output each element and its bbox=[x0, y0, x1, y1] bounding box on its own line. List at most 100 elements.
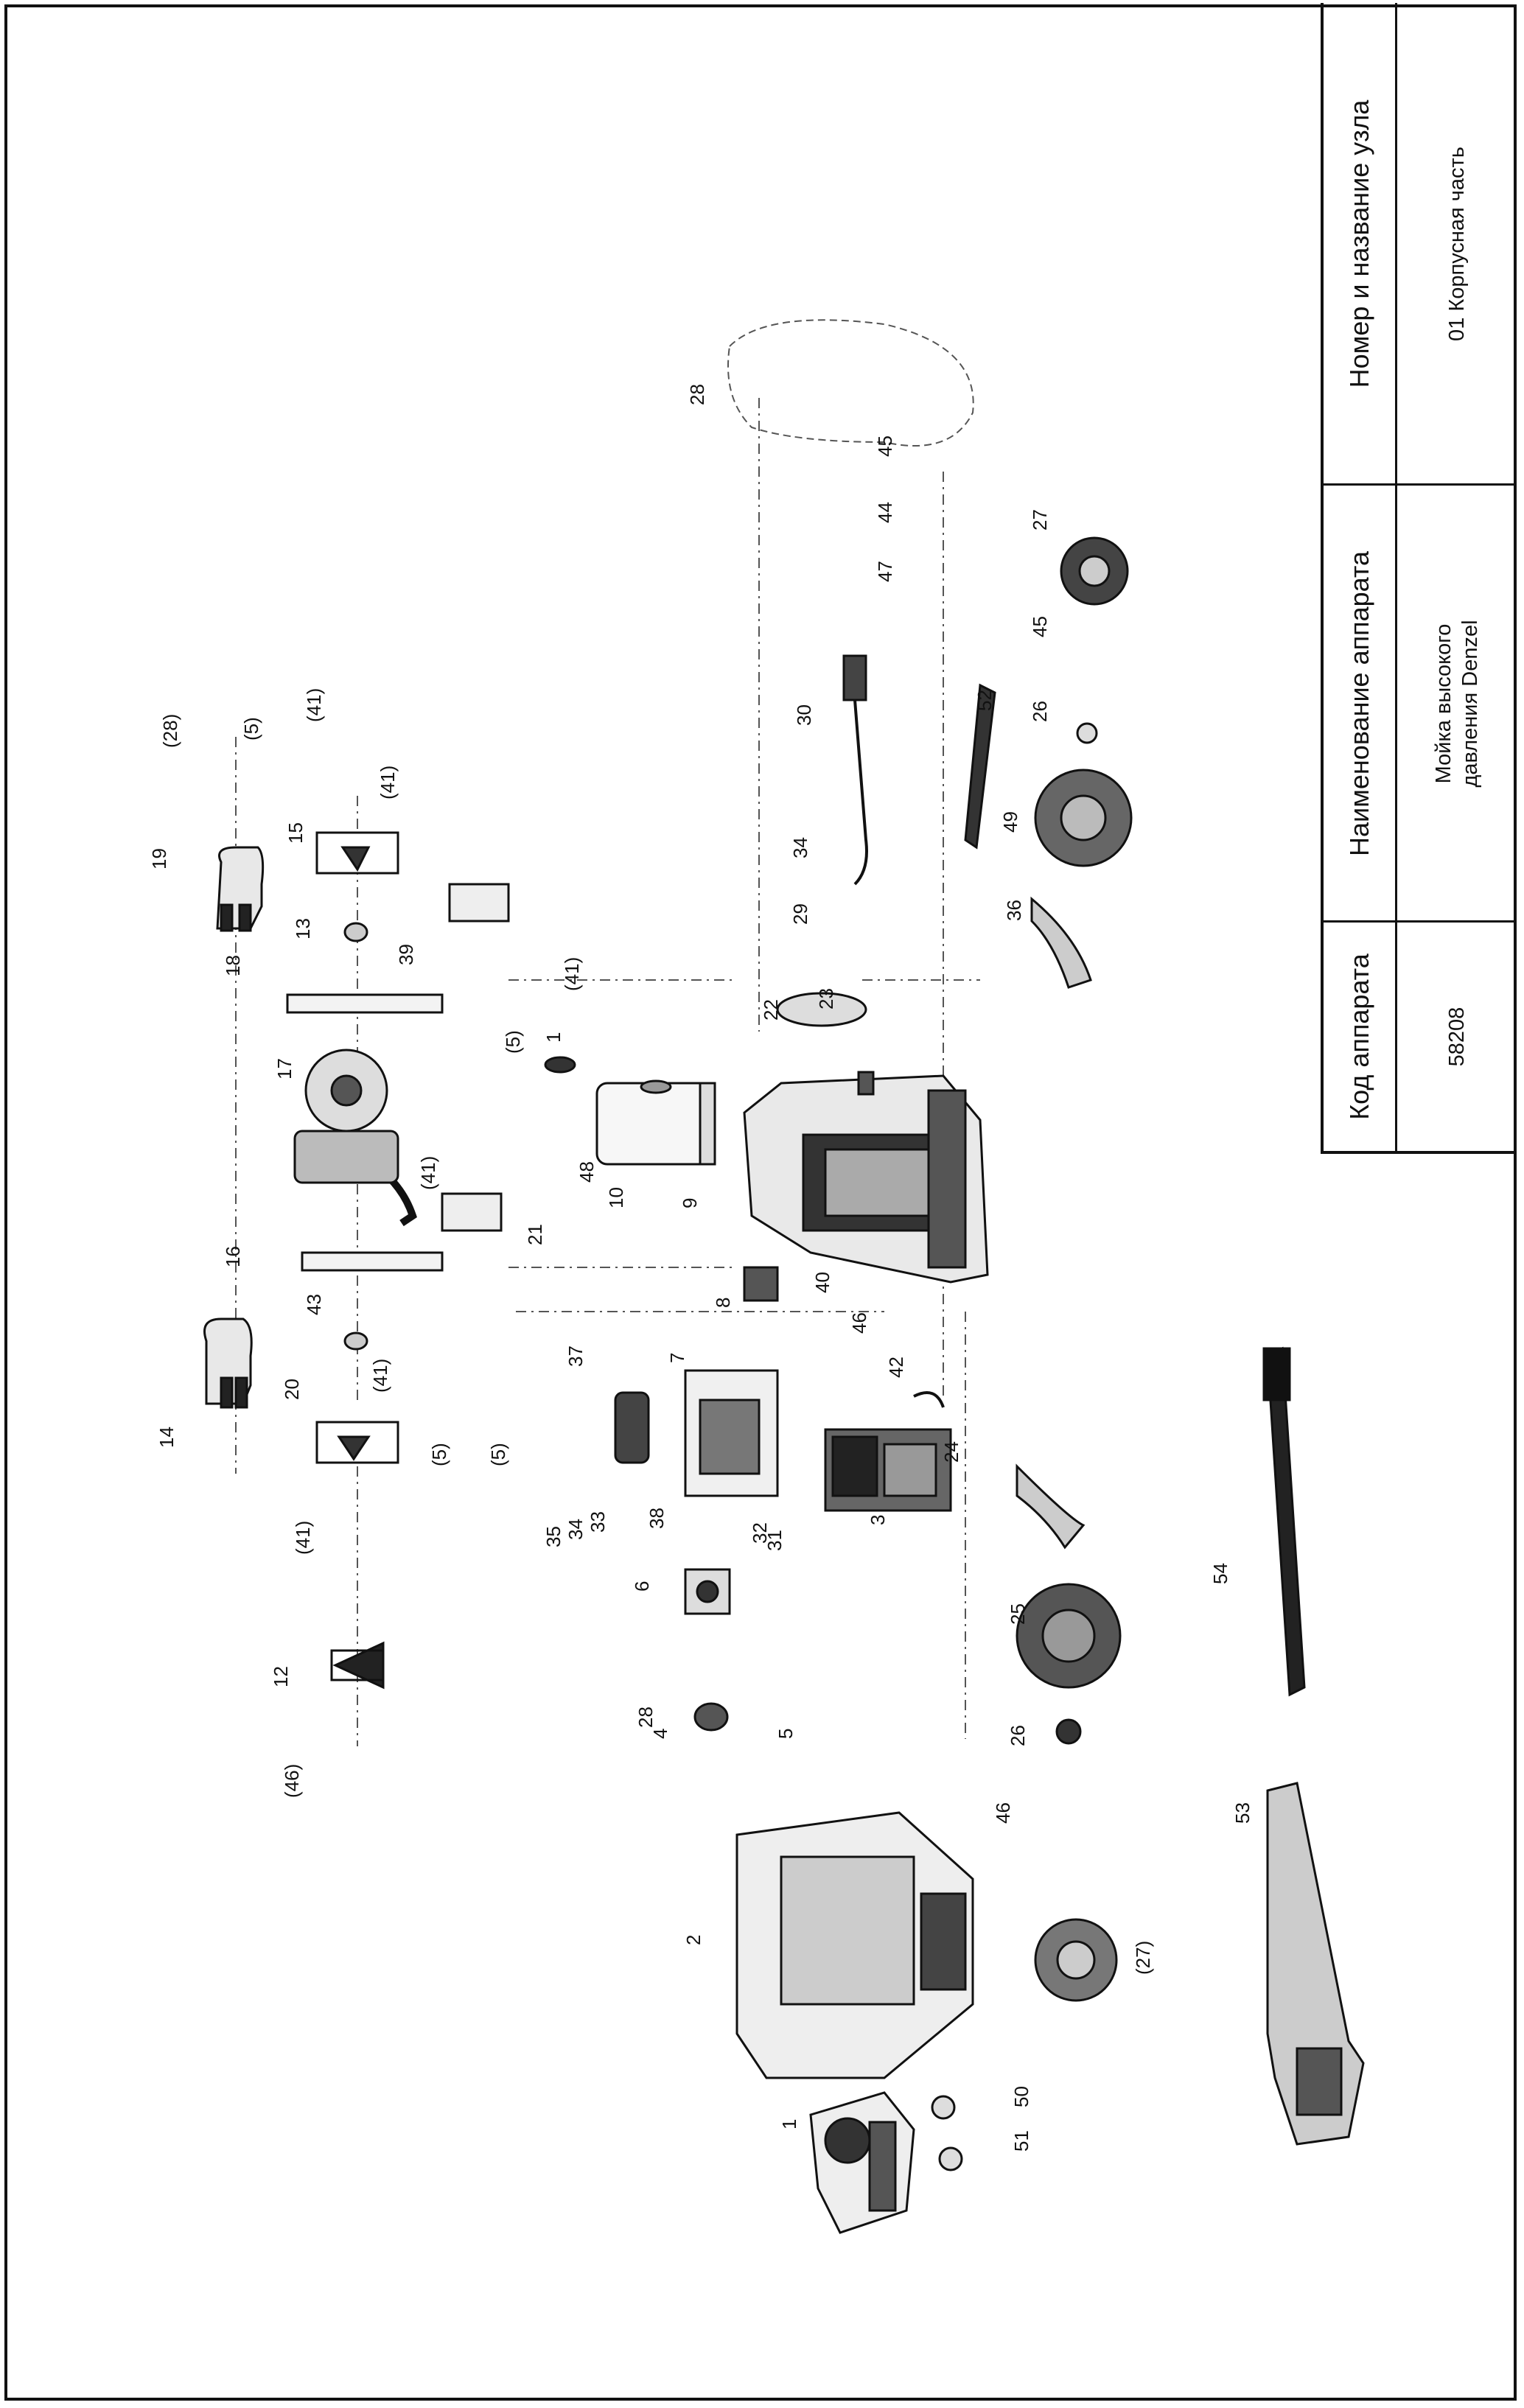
part-25-wheel bbox=[1016, 1583, 1122, 1689]
part-24-arc bbox=[1016, 1463, 1086, 1550]
part-1-fan bbox=[544, 1056, 576, 1074]
value-code: 58208 bbox=[1444, 1007, 1469, 1066]
part-39-bracket bbox=[448, 883, 510, 923]
callout-9: 9 bbox=[679, 1198, 701, 1208]
title-block-headers: Номер и название узла Наименование аппар… bbox=[1324, 3, 1397, 1151]
part-28-plate-outline bbox=[727, 319, 974, 447]
value-device: Мойка высокого давления Denzel bbox=[1430, 620, 1484, 787]
part-42-clip bbox=[913, 1391, 945, 1408]
callout-29: 29 bbox=[789, 903, 811, 925]
part-19-handle bbox=[216, 846, 265, 932]
callout-ref-41e: (41) bbox=[369, 1359, 391, 1393]
part-15-bracket bbox=[315, 831, 399, 875]
callout-ref-28: (28) bbox=[159, 714, 181, 748]
part-16-rail bbox=[301, 1251, 444, 1272]
part-18-rail bbox=[286, 993, 444, 1014]
callout-44: 44 bbox=[874, 502, 896, 523]
callout-32: 32 bbox=[749, 1522, 771, 1544]
callout-45: 45 bbox=[874, 435, 896, 457]
callout-3: 3 bbox=[867, 1515, 889, 1525]
part-51-nut bbox=[938, 2146, 963, 2171]
part-23-screw bbox=[857, 1071, 875, 1096]
part-27-wheel-ref bbox=[1034, 1918, 1118, 2002]
callout-23: 23 bbox=[815, 988, 837, 1009]
callout-20: 20 bbox=[281, 1379, 303, 1400]
callout-39: 39 bbox=[395, 944, 417, 965]
callout-13: 13 bbox=[292, 918, 314, 939]
callout-49: 49 bbox=[999, 811, 1021, 833]
callout-1b: 1 bbox=[778, 2119, 800, 2129]
callout-51: 51 bbox=[1010, 2130, 1032, 2152]
callout-2: 2 bbox=[682, 1935, 705, 1945]
callout-46b: 46 bbox=[992, 1802, 1014, 1824]
callout-53: 53 bbox=[1231, 1802, 1254, 1824]
callout-ref-27: (27) bbox=[1132, 1941, 1154, 1975]
sheet-border bbox=[4, 4, 1517, 2401]
callout-22: 22 bbox=[760, 999, 782, 1021]
part-10-motor bbox=[595, 1079, 716, 1166]
callout-33: 33 bbox=[587, 1511, 609, 1533]
callout-18: 18 bbox=[222, 955, 244, 976]
part-3-pump bbox=[824, 1428, 952, 1512]
part-27b-wheel bbox=[1060, 536, 1129, 606]
callout-6: 6 bbox=[631, 1581, 653, 1592]
callout-ref-41b: (41) bbox=[377, 766, 399, 799]
callout-10: 10 bbox=[605, 1187, 627, 1208]
part-22-cap bbox=[776, 992, 867, 1027]
callout-38: 38 bbox=[646, 1508, 668, 1529]
callout-40: 40 bbox=[811, 1272, 833, 1293]
part-37-cap bbox=[614, 1391, 650, 1464]
callout-12: 12 bbox=[270, 1666, 292, 1687]
value-unit: 01 Корпусная часть bbox=[1444, 147, 1469, 341]
callout-ref-5d: (5) bbox=[487, 1443, 509, 1466]
callout-43: 43 bbox=[303, 1294, 325, 1315]
callout-48: 48 bbox=[576, 1161, 598, 1183]
callout-ref-5b: (5) bbox=[502, 1030, 524, 1054]
part-49-wheel bbox=[1034, 769, 1133, 867]
part-14-handle bbox=[203, 1317, 253, 1409]
callout-21: 21 bbox=[524, 1224, 546, 1245]
title-block: Номер и название узла Наименование аппар… bbox=[1321, 3, 1517, 1154]
part-9-base bbox=[743, 1074, 989, 1284]
part-52-plate bbox=[964, 683, 996, 850]
callout-14: 14 bbox=[155, 1427, 178, 1448]
callout-37: 37 bbox=[564, 1345, 587, 1367]
callout-45b: 45 bbox=[1029, 616, 1051, 637]
callout-ref-5c: (5) bbox=[428, 1443, 450, 1466]
part-53-gun bbox=[1266, 1782, 1365, 2146]
callout-ref-46: (46) bbox=[281, 1764, 303, 1798]
callout-27: 27 bbox=[1029, 509, 1051, 531]
part-17-hose-reel bbox=[293, 1049, 417, 1227]
callout-8: 8 bbox=[712, 1298, 734, 1308]
header-device: Наименование аппарата bbox=[1343, 550, 1374, 856]
callout-26: 26 bbox=[1007, 1725, 1029, 1746]
value-device-line1: Мойка высокого bbox=[1431, 623, 1455, 783]
callout-34b: 34 bbox=[789, 837, 811, 858]
callout-ref-41c: (41) bbox=[561, 957, 583, 991]
callout-1: 1 bbox=[542, 1032, 564, 1043]
title-block-divider bbox=[1324, 920, 1514, 923]
part-26-hub bbox=[1055, 1718, 1082, 1745]
part-36-arc bbox=[1030, 896, 1092, 989]
callout-31: 31 bbox=[763, 1530, 786, 1551]
part-54-lance bbox=[1262, 1346, 1306, 1697]
callout-19: 19 bbox=[148, 848, 170, 869]
callout-15: 15 bbox=[284, 822, 307, 844]
value-device-line2: давления Denzel bbox=[1458, 619, 1482, 788]
callout-ref-41a: (41) bbox=[303, 688, 325, 722]
part-12-foot bbox=[330, 1641, 385, 1690]
part-2-housing bbox=[735, 1811, 974, 2079]
callout-50: 50 bbox=[1010, 2086, 1032, 2107]
callout-35: 35 bbox=[542, 1526, 564, 1547]
header-unit: Номер и название узла bbox=[1343, 99, 1374, 388]
callout-7: 7 bbox=[666, 1353, 688, 1363]
callout-16: 16 bbox=[222, 1246, 244, 1267]
callout-46: 46 bbox=[848, 1312, 870, 1334]
title-block-divider bbox=[1324, 483, 1514, 486]
callout-28b: 28 bbox=[635, 1707, 657, 1728]
part-30-cord bbox=[842, 654, 868, 886]
callout-28: 28 bbox=[686, 384, 708, 405]
callout-ref-41f: (41) bbox=[292, 1521, 314, 1555]
